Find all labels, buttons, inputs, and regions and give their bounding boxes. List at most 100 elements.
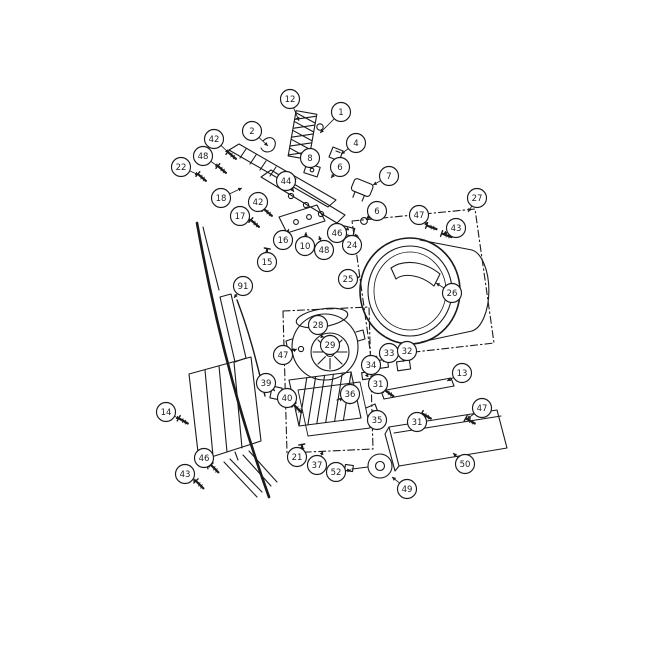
leader-line xyxy=(229,187,243,195)
callout-10: 10 xyxy=(294,231,316,257)
callout-number: 29 xyxy=(325,341,336,351)
callout-34: 34 xyxy=(360,354,382,378)
callout-number: 50 xyxy=(460,460,471,470)
callout-number: 33 xyxy=(384,349,395,359)
callout-48: 48 xyxy=(192,145,220,168)
callout-bubble xyxy=(406,411,428,433)
leader-line xyxy=(466,413,475,420)
callout-39: 39 xyxy=(255,372,277,394)
callout-number: 28 xyxy=(313,321,324,331)
motor-pulley xyxy=(344,453,393,479)
callout-33: 33 xyxy=(378,342,400,364)
base-duct xyxy=(384,409,508,472)
callout-number: 91 xyxy=(238,282,249,292)
callout-bubble xyxy=(170,156,192,178)
leader-line xyxy=(319,118,335,134)
leader-line xyxy=(247,217,253,222)
callout-42: 42 xyxy=(203,128,230,154)
lint-duct-rail xyxy=(380,377,455,400)
callout-43: 43 xyxy=(174,463,198,485)
callout-31: 31 xyxy=(367,373,389,395)
callout-bubble xyxy=(326,222,348,244)
callout-bubble xyxy=(337,268,359,290)
callout-7: 7 xyxy=(372,165,400,187)
leader-line xyxy=(189,170,200,176)
callout-35: 35 xyxy=(366,409,388,431)
leader-line xyxy=(330,173,335,179)
leader-line xyxy=(442,230,448,235)
callout-bubble xyxy=(306,454,328,476)
callout-number: 8 xyxy=(307,154,312,164)
callout-number: 31 xyxy=(373,380,384,390)
callout-number: 32 xyxy=(402,347,413,357)
callout-bubble xyxy=(229,205,251,227)
callout-number: 1 xyxy=(338,108,343,118)
callout-number: 48 xyxy=(198,152,209,162)
callout-43: 43 xyxy=(442,217,467,239)
callout-44: 44 xyxy=(275,170,297,193)
callout-bubble xyxy=(294,235,316,257)
callout-bubble xyxy=(279,88,301,110)
callout-bubble xyxy=(241,120,263,142)
callout-49: 49 xyxy=(391,476,418,500)
callout-bubble xyxy=(360,354,382,376)
leader-line xyxy=(233,293,238,299)
callout-bubble xyxy=(367,373,389,395)
leader-line xyxy=(318,235,323,242)
leader-line xyxy=(345,468,352,473)
callout-number: 24 xyxy=(347,241,358,251)
callout-number: 47 xyxy=(278,351,289,361)
callout-36: 36 xyxy=(338,383,361,405)
callout-bubble xyxy=(378,165,400,187)
callout-bubble xyxy=(345,132,367,154)
callout-1: 1 xyxy=(319,101,352,134)
callout-bubble xyxy=(299,147,321,169)
callout-29: 29 xyxy=(319,334,341,356)
callout-bubble xyxy=(471,397,493,419)
callout-47: 47 xyxy=(272,344,298,366)
callout-number: 31 xyxy=(412,418,423,428)
callout-bubble xyxy=(466,187,488,209)
switch-mounting-bracket xyxy=(260,169,346,224)
callout-bubble xyxy=(155,401,177,423)
thermal-fuse xyxy=(360,217,368,225)
callout-number: 48 xyxy=(319,246,330,256)
callout-25: 25 xyxy=(337,268,361,290)
wire-clip xyxy=(260,137,276,153)
heater-grille xyxy=(288,371,371,437)
leader-line xyxy=(365,215,371,220)
callout-bubble xyxy=(319,334,341,356)
callout-6: 6 xyxy=(365,200,388,222)
callout-bubble xyxy=(339,383,361,405)
terminal-block xyxy=(287,110,318,161)
callout-number: 46 xyxy=(332,229,343,239)
callout-number: 27 xyxy=(472,194,483,204)
callout-number: 13 xyxy=(457,369,468,379)
callout-number: 2 xyxy=(249,127,254,137)
callout-number: 39 xyxy=(261,379,272,389)
callout-number: 44 xyxy=(281,177,292,187)
callout-24: 24 xyxy=(341,233,363,256)
callout-bubble xyxy=(275,170,297,192)
callout-bubble xyxy=(255,372,277,394)
callout-number: 6 xyxy=(337,163,342,173)
callout-number: 42 xyxy=(253,198,264,208)
leader-line xyxy=(220,145,230,154)
callout-bubble xyxy=(329,156,351,178)
callout-12: 12 xyxy=(279,88,301,122)
callout-number: 10 xyxy=(300,242,311,252)
leader-line xyxy=(446,377,454,382)
callout-28: 28 xyxy=(307,314,329,339)
callout-17: 17 xyxy=(229,205,253,227)
callout-number: 47 xyxy=(477,404,488,414)
callout-number: 42 xyxy=(209,135,220,145)
callout-bubble xyxy=(330,101,352,123)
callout-bubble xyxy=(232,275,254,297)
leader-line xyxy=(293,107,300,122)
callout-27: 27 xyxy=(466,187,488,213)
callout-bubble xyxy=(454,453,476,475)
callout-14: 14 xyxy=(155,401,181,423)
callout-8: 8 xyxy=(299,147,321,170)
leader-line xyxy=(210,161,220,168)
callout-number: 16 xyxy=(278,236,289,246)
